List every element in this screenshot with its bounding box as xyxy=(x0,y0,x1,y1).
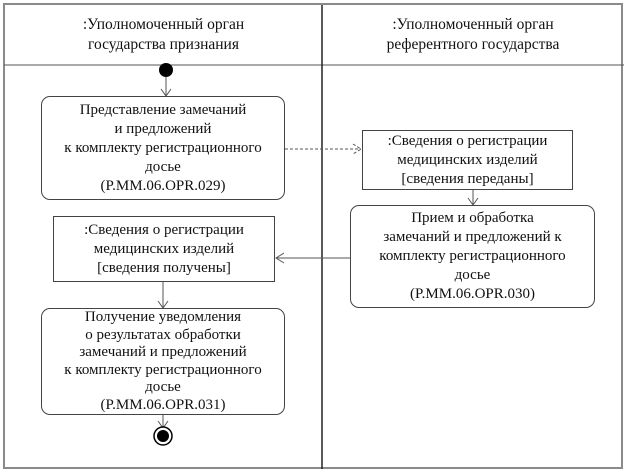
node-text: к комплекту регистрационного xyxy=(64,139,262,156)
node-text: о результатах обработки xyxy=(85,326,241,343)
node-text: (P.MM.06.OPR.031) xyxy=(100,396,226,413)
flow-arrow-start xyxy=(160,77,172,97)
object-flow-arrow-sent xyxy=(285,143,362,155)
lane-title-line: референтного государства xyxy=(386,36,560,53)
initial-node xyxy=(159,63,173,77)
node-text: комплекту регистрационного xyxy=(379,248,566,264)
activity-opr-030: Прием и обработка замечаний и предложени… xyxy=(350,205,595,308)
object-info-received: :Сведения о регистрации медицинских изде… xyxy=(53,216,275,282)
node-text: [сведения переданы] xyxy=(401,170,534,187)
node-text: замечаний и предложений xyxy=(79,344,247,360)
node-text: медицинских изделий xyxy=(397,151,538,168)
node-text: Получение уведомления xyxy=(84,309,242,325)
activity-opr-029: Представление замечаний и предложений к … xyxy=(41,96,285,200)
swimlane-frame xyxy=(3,3,623,469)
flow-arrow-to-030 xyxy=(467,190,479,206)
node-text: досье xyxy=(454,267,491,283)
lane-header-recognition-state: :Уполномоченный орган государства призна… xyxy=(5,5,322,65)
node-text: замечаний и предложений к xyxy=(383,229,562,245)
lane-title-line: :Уполномоченный орган xyxy=(82,16,245,33)
node-text: медицинских изделий xyxy=(93,240,235,257)
node-text: :Сведения о регистрации xyxy=(387,132,548,149)
node-text: к комплекту регистрационного xyxy=(64,361,262,378)
node-text: Представление замечаний xyxy=(79,101,247,118)
lane-header-reference-state: :Уполномоченный орган референтного госуд… xyxy=(323,5,623,65)
node-text: досье xyxy=(145,158,181,175)
node-text: [сведения получены] xyxy=(97,259,231,276)
object-flow-arrow-received xyxy=(275,252,350,264)
final-node-core xyxy=(157,430,169,442)
node-text: :Сведения о регистрации xyxy=(84,221,244,238)
lane-title-line: государства признания xyxy=(88,36,239,53)
flow-arrow-to-031 xyxy=(157,282,169,309)
node-text: и предложений xyxy=(114,120,212,137)
node-text: (P.MM.06.OPR.029) xyxy=(100,177,226,194)
node-text: (P.MM.06.OPR.030) xyxy=(409,286,536,302)
flow-arrow-end xyxy=(157,415,169,429)
node-text: Прием и обработка xyxy=(411,210,534,226)
object-info-sent: :Сведения о регистрации медицинских изде… xyxy=(362,130,573,190)
activity-opr-031: Получение уведомления о результатах обра… xyxy=(41,308,285,415)
node-text: досье xyxy=(145,379,181,395)
lane-title-line: :Уполномоченный орган xyxy=(392,16,554,33)
